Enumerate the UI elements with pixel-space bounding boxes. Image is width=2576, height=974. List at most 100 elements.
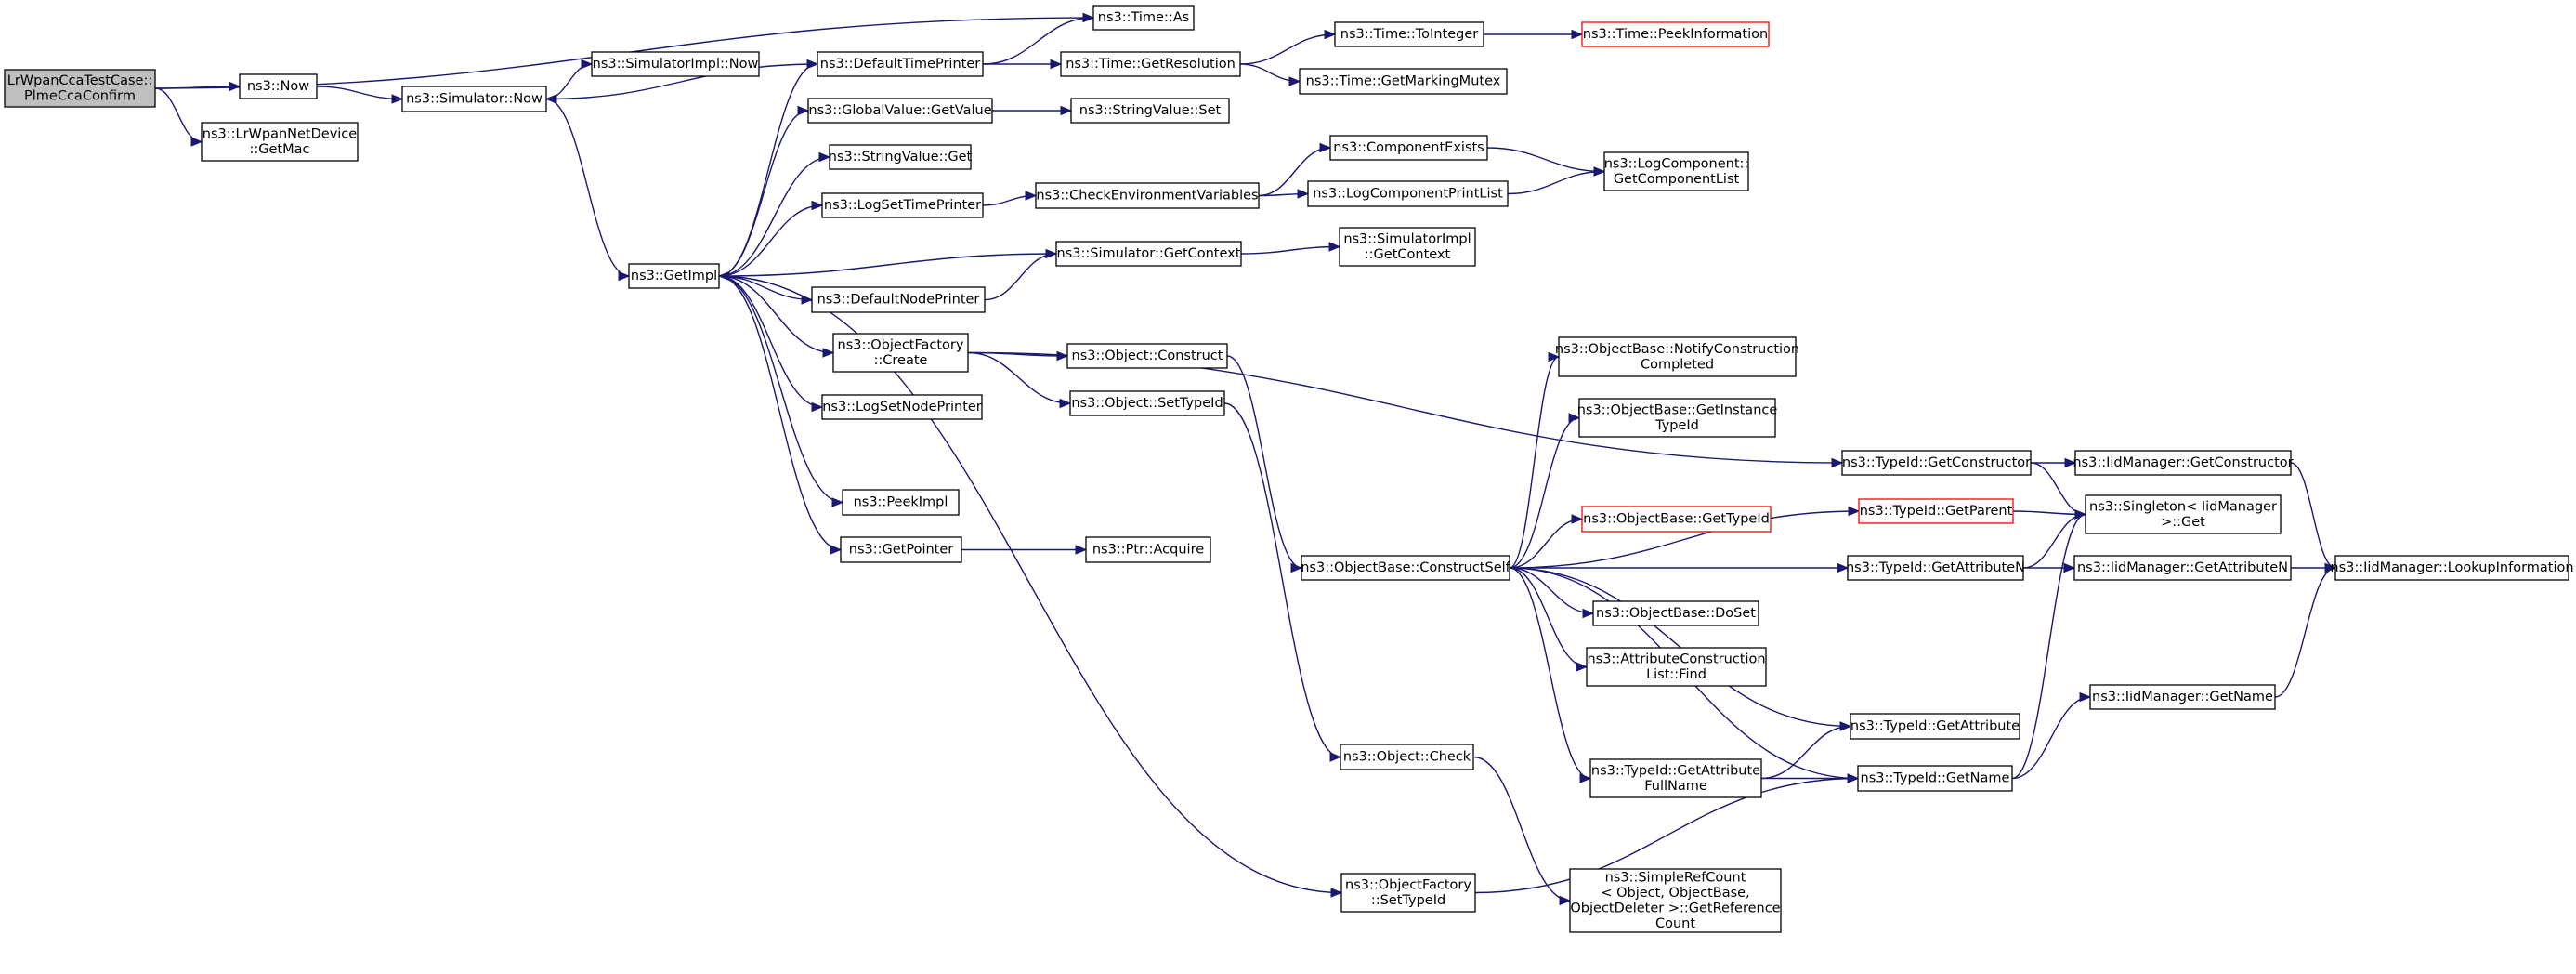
node-label: >::Get (2161, 515, 2205, 530)
node-label: ::Create (874, 353, 928, 368)
node-dnp[interactable]: ns3::DefaultNodePrinter (811, 286, 986, 313)
edge-getptr-to-ptracq (961, 545, 1088, 555)
node-box (1070, 98, 1230, 124)
arrowhead-icon (1330, 888, 1343, 898)
node-dtp[interactable]: ns3::DefaultTimePrinter (817, 51, 984, 77)
node-simctx[interactable]: ns3::Simulator::GetContext (1055, 241, 1242, 267)
edge-line (1509, 567, 1851, 728)
node-box (1857, 765, 2013, 792)
node-getmm[interactable]: ns3::Time::GetMarkingMutex (1299, 68, 1508, 95)
node-tidgan[interactable]: ns3::TypeId::GetAttributeN (1846, 555, 2025, 581)
node-getmac[interactable]: ns3::LrWpanNetDevice::GetMac (201, 122, 359, 162)
node-ofcreate[interactable]: ns3::ObjectFactory::Create (832, 333, 969, 373)
node-label: ns3::SimulatorImpl::Now (593, 57, 759, 72)
node-box (840, 536, 962, 563)
node-timeas[interactable]: ns3::Time::As (1092, 5, 1195, 31)
node-box (1307, 180, 1509, 207)
node-svget[interactable]: ns3::StringValue::Get (829, 144, 973, 170)
node-label: List::Find (1646, 667, 1706, 682)
node-box (2089, 684, 2276, 710)
node-obgtid[interactable]: ns3::ObjectBase::GetTypeId (1581, 506, 1772, 533)
node-box (1581, 21, 1770, 47)
arrowhead-icon (581, 59, 594, 70)
node-logstp[interactable]: ns3::LogSetTimePrinter (821, 192, 984, 218)
node-logsnp[interactable]: ns3::LogSetNodePrinter (821, 394, 983, 420)
node-cev[interactable]: ns3::CheckEnvironmentVariables (1035, 182, 1260, 209)
node-lcgcl[interactable]: ns3::LogComponent::GetComponentList (1603, 151, 1749, 191)
node-objcheck[interactable]: ns3::Object::Check (1340, 744, 1474, 770)
node-tidgetparent[interactable]: ns3::TypeId::GetParent (1858, 498, 2014, 524)
node-label: ns3::TypeId::GetConstructor (1842, 455, 2031, 470)
node-ofsettid[interactable]: ns3::ObjectFactory::SetTypeId (1340, 873, 1476, 913)
edge-root-to-getmac (154, 87, 203, 147)
edge-getres-to-getmm (1239, 63, 1301, 86)
node-box (201, 122, 359, 162)
node-label: GetComponentList (1614, 172, 1740, 187)
node-lcpl[interactable]: ns3::LogComponentPrintList (1307, 180, 1509, 207)
edge-line (545, 63, 593, 100)
node-label: ns3::ObjectFactory (1345, 877, 1471, 892)
node-box (1092, 5, 1195, 31)
node-objsettid[interactable]: ns3::Object::SetTypeId (1069, 390, 1225, 416)
arrowhead-icon (1050, 59, 1063, 70)
node-objconstruct[interactable]: ns3::Object::Construct (1066, 343, 1228, 369)
arrowhead-icon (811, 200, 824, 211)
node-box (832, 333, 969, 373)
node-peekimpl[interactable]: ns3::PeekImpl (842, 489, 960, 516)
node-gvget[interactable]: ns3::GlobalValue::GetValue (807, 98, 993, 124)
node-simimplctx[interactable]: ns3::SimulatorImpl::GetContext (1339, 227, 1476, 267)
node-box (1578, 398, 1776, 438)
node-box (591, 51, 760, 77)
node-obdoset[interactable]: ns3::ObjectBase::DoSet (1592, 600, 1759, 626)
node-iidgetname[interactable]: ns3::IidManager::GetName (2089, 684, 2276, 710)
node-label: ns3::LogSetTimePrinter (824, 198, 981, 213)
node-getimpl[interactable]: ns3::GetImpl (628, 263, 720, 289)
edge-dtp-to-timeas (982, 12, 1095, 65)
node-label: ns3::Object::SetTypeId (1071, 396, 1223, 411)
node-label: ns3::Time::As (1098, 10, 1189, 25)
node-peekinfo[interactable]: ns3::Time::PeekInformation (1581, 21, 1770, 47)
node-getptr[interactable]: ns3::GetPointer (840, 536, 962, 563)
node-singleton[interactable]: ns3::Singleton< IidManager >::Get (2085, 494, 2282, 534)
arrowhead-icon (822, 348, 835, 358)
node-box (1558, 336, 1797, 377)
node-toint[interactable]: ns3::Time::ToInteger (1334, 21, 1484, 47)
edge-line (718, 275, 1342, 894)
node-simimplnow[interactable]: ns3::SimulatorImpl::Now (591, 51, 760, 77)
arrowhead-icon (2079, 691, 2092, 703)
node-label: ::SetTypeId (1371, 893, 1445, 908)
arrowhead-icon (2074, 509, 2087, 520)
node-label: Count (1655, 916, 1695, 931)
node-tidgetctor[interactable]: ns3::TypeId::GetConstructor (1841, 450, 2032, 476)
node-obcs[interactable]: ns3::ObjectBase::ConstructSelf (1301, 555, 1511, 581)
node-iidgetctor[interactable]: ns3::IidManager::GetConstructor (2073, 450, 2294, 476)
node-box (1847, 555, 2024, 581)
edge-line (718, 275, 823, 408)
node-ptracq[interactable]: ns3::Ptr::Acquire (1085, 536, 1211, 563)
arrowhead-icon (1548, 351, 1561, 362)
node-tidgetname[interactable]: ns3::TypeId::GetName (1857, 765, 2013, 792)
node-iidgan[interactable]: ns3::IidManager::GetAttributeN (2073, 555, 2292, 581)
edge-line (718, 275, 813, 301)
node-label: FullName (1644, 779, 1707, 794)
node-label: ns3::AttributeConstruction (1587, 652, 1765, 666)
node-svset[interactable]: ns3::StringValue::Set (1070, 98, 1230, 124)
arrowhead-icon (1582, 608, 1595, 619)
node-now[interactable]: ns3::Now (239, 73, 318, 99)
node-simnow[interactable]: ns3::Simulator::Now (401, 86, 547, 112)
node-root[interactable]: LrWpanCcaTestCase::PlmeCcaConfirm (4, 69, 156, 108)
edge-simnow-to-getimpl (545, 98, 631, 282)
edge-obcs-to-obgit (1509, 413, 1581, 569)
node-compexists[interactable]: ns3::ComponentExists (1329, 135, 1488, 161)
edge-line (1509, 510, 1860, 569)
node-tidga[interactable]: ns3::TypeId::GetAttribute (1850, 713, 2020, 740)
node-getres[interactable]: ns3::Time::GetResolution (1060, 51, 1241, 77)
edge-line (718, 275, 842, 551)
node-box (1850, 713, 2020, 740)
node-iidlookup[interactable]: ns3::IidManager::LookupInformation (2330, 555, 2574, 581)
node-srcgrc[interactable]: ns3::SimpleRefCount< Object, ObjectBase,… (1569, 868, 1782, 933)
node-obncc[interactable]: ns3::ObjectBase::NotifyConstructionCompl… (1555, 336, 1799, 377)
